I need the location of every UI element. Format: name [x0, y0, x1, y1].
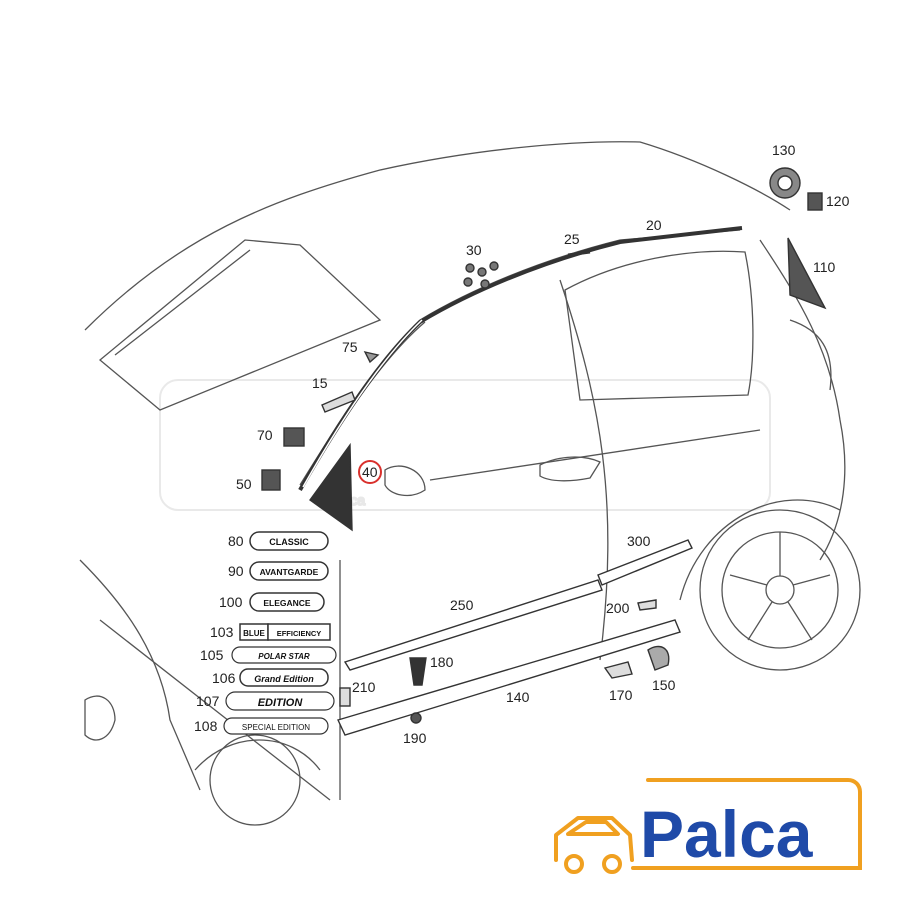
callout-labels: 130 120 110 20 25 30 75 15 70 50 40 300 …: [236, 142, 850, 746]
part-40-shape: [309, 442, 353, 532]
highlight-ring: [358, 460, 382, 484]
callout-140: 140: [506, 689, 530, 705]
callout-20: 20: [646, 217, 662, 233]
callout-105: 105: [200, 647, 224, 663]
callout-106: 106: [212, 670, 236, 686]
callout-80: 80: [228, 533, 244, 549]
badge-classic: CLASSIC: [269, 537, 309, 547]
callout-75: 75: [342, 339, 358, 355]
badge-special-edition: SPECIAL EDITION: [242, 723, 310, 732]
callout-15: 15: [312, 375, 328, 391]
badge-edition: EDITION: [258, 697, 304, 709]
roof-molding-strip-20: [298, 226, 743, 491]
callout-210: 210: [352, 679, 376, 695]
logo-text: Palca: [640, 797, 814, 871]
callout-107: 107: [196, 693, 220, 709]
callout-190: 190: [403, 730, 427, 746]
badge-elegance: ELEGANCE: [263, 598, 311, 608]
badge-polar-star: POLAR STAR: [258, 652, 310, 661]
callout-25: 25: [564, 231, 580, 247]
car-icon: [554, 816, 634, 874]
callout-108: 108: [194, 718, 218, 734]
callout-250: 250: [450, 597, 474, 613]
part-70-shape: [283, 427, 305, 447]
callout-170: 170: [609, 687, 633, 703]
callout-103: 103: [210, 624, 234, 640]
trim-parts: [261, 167, 827, 736]
callout-180: 180: [430, 654, 454, 670]
part-120-shape: [807, 192, 823, 211]
callout-120: 120: [826, 193, 850, 209]
palca-logo: Palca: [554, 778, 862, 874]
part-30-shape: [463, 261, 499, 289]
callout-40: 40: [362, 464, 378, 480]
callout-200: 200: [606, 600, 630, 616]
callout-30: 30: [466, 242, 482, 258]
emblem-list: 80 CLASSIC 90 AVANTGARDE 100 ELEGANCE 10…: [194, 531, 337, 735]
callout-70: 70: [257, 427, 273, 443]
part-110-shape: [787, 237, 827, 310]
callout-150: 150: [652, 677, 676, 693]
callout-90: 90: [228, 563, 244, 579]
callout-130: 130: [772, 142, 796, 158]
callout-300: 300: [627, 533, 651, 549]
callout-100: 100: [219, 594, 243, 610]
badge-blue: BLUE: [243, 629, 265, 638]
badge-avantgarde: AVANTGARDE: [260, 567, 319, 577]
badge-grand-edition: Grand Edition: [254, 674, 314, 684]
callout-110: 110: [813, 259, 836, 275]
callout-50: 50: [236, 476, 252, 492]
badge-efficiency: EFFICIENCY: [277, 629, 322, 638]
part-50-shape: [261, 469, 281, 491]
